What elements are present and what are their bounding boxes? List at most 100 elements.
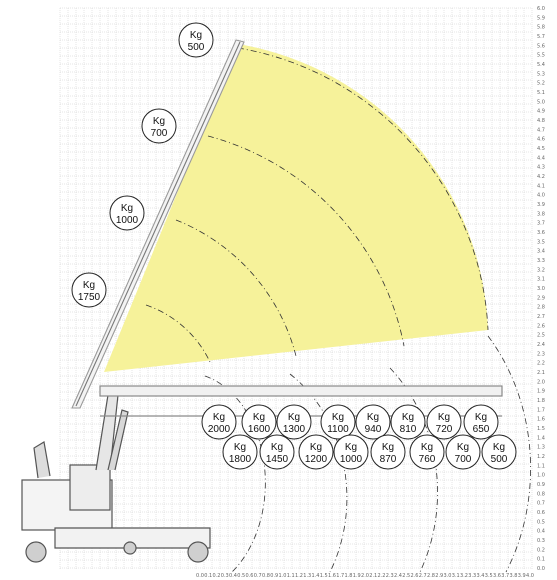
y-tick-label: 1.4	[537, 435, 545, 441]
load-circle	[320, 404, 356, 440]
y-tick-label: 3.2	[537, 267, 545, 273]
y-tick-label: 2.5	[537, 333, 545, 339]
load-circle	[298, 434, 334, 470]
body-block	[69, 464, 111, 511]
load-circle	[409, 434, 445, 470]
y-tick-label: 1.9	[537, 389, 545, 395]
load-circle	[333, 434, 369, 470]
y-tick-label: 4.2	[537, 174, 545, 180]
x-tick-label: 2.2	[378, 573, 386, 579]
y-tick-label: 0.7	[537, 501, 545, 507]
y-tick-label: 3.4	[537, 249, 545, 255]
load-circle	[178, 22, 214, 58]
tiller-handle	[33, 441, 51, 479]
y-tick-label: 5.0	[537, 99, 545, 105]
y-tick-label: 1.7	[537, 407, 545, 413]
x-tick-label: 0.4	[229, 573, 237, 579]
load-value: 2000	[208, 424, 231, 435]
x-tick-label: 0.0	[196, 573, 204, 579]
load-unit: Kg	[83, 280, 95, 291]
x-tick-label: 2.1	[369, 573, 377, 579]
load-value: 1000	[340, 454, 363, 465]
load-unit: Kg	[288, 412, 300, 423]
y-tick-label: 2.7	[537, 314, 545, 320]
load-circle	[109, 195, 145, 231]
load-circle	[370, 434, 406, 470]
x-tick-label: 2.6	[411, 573, 419, 579]
load-value: 810	[400, 424, 417, 435]
x-tick-label: 2.3	[386, 573, 394, 579]
y-tick-label: 0.4	[537, 529, 545, 535]
load-value: 700	[455, 454, 472, 465]
y-tick-label: 2.2	[537, 361, 545, 367]
y-tick-label: 4.4	[537, 155, 545, 161]
load-unit: Kg	[457, 442, 469, 453]
y-tick-label: 5.1	[537, 90, 545, 96]
x-tick-label: 2.5	[402, 573, 410, 579]
y-tick-label: 0.0	[537, 566, 545, 572]
load-unit: Kg	[271, 442, 283, 453]
y-tick-label: 5.8	[537, 25, 545, 31]
boom-line	[75, 41, 241, 407]
x-tick-label: 4.0	[526, 573, 534, 579]
y-tick-label: 2.3	[537, 351, 545, 357]
y-tick-label: 5.9	[537, 15, 545, 21]
crane-machine	[21, 394, 211, 563]
y-tick-label: 4.6	[537, 137, 545, 143]
x-tick-label: 0.8	[262, 573, 270, 579]
y-tick-label: 0.3	[537, 538, 545, 544]
load-value: 700	[151, 128, 168, 139]
jib-load-labels-bottom: Kg1800Kg1450Kg1200Kg1000Kg870Kg760Kg700K…	[222, 434, 517, 470]
y-tick-label: 5.4	[537, 62, 545, 68]
load-unit: Kg	[213, 412, 225, 423]
x-tick-label: 1.6	[328, 573, 336, 579]
load-circle	[259, 434, 295, 470]
load-value: 870	[380, 454, 397, 465]
load-unit: Kg	[438, 412, 450, 423]
y-tick-label: 3.0	[537, 286, 545, 292]
load-unit: Kg	[234, 442, 246, 453]
x-tick-label: 0.6	[246, 573, 254, 579]
x-tick-label: 0.3	[221, 573, 229, 579]
load-value: 1450	[266, 454, 289, 465]
x-tick-label: 1.4	[312, 573, 320, 579]
x-tick-label: 0.9	[270, 573, 278, 579]
load-value: 500	[188, 42, 205, 53]
y-tick-label: 2.9	[537, 295, 545, 301]
y-tick-label: 5.3	[537, 71, 545, 77]
load-circle	[222, 434, 258, 470]
y-tick-label: 4.3	[537, 165, 545, 171]
x-tick-label: 1.8	[345, 573, 353, 579]
load-value: 720	[436, 424, 453, 435]
y-tick-label: 4.9	[537, 109, 545, 115]
y-tick-label: 1.8	[537, 398, 545, 404]
x-tick-label: 3.3	[468, 573, 476, 579]
x-tick-label: 1.5	[320, 573, 328, 579]
y-tick-label: 4.5	[537, 146, 545, 152]
front-wheel	[187, 541, 209, 563]
load-unit: Kg	[493, 442, 505, 453]
load-value: 1600	[248, 424, 271, 435]
load-circle	[201, 404, 237, 440]
y-tick-label: 4.8	[537, 118, 545, 124]
y-tick-label: 6.0	[537, 6, 545, 12]
y-tick-label: 5.2	[537, 81, 545, 87]
x-tick-label: 0.7	[254, 573, 262, 579]
load-value: 760	[419, 454, 436, 465]
y-tick-label: 2.8	[537, 305, 545, 311]
y-tick-label: 0.8	[537, 491, 545, 497]
y-tick-label: 3.7	[537, 221, 545, 227]
y-tick-label: 3.9	[537, 202, 545, 208]
